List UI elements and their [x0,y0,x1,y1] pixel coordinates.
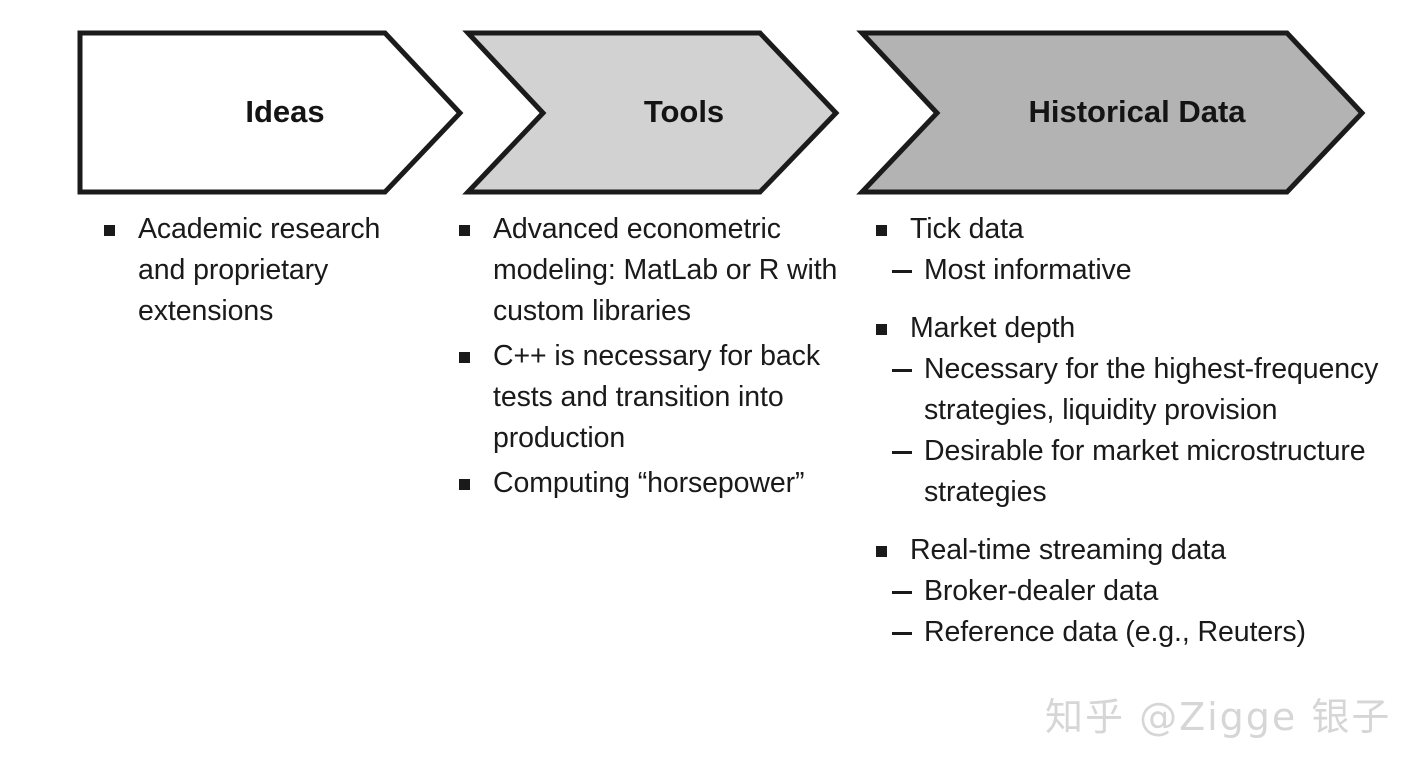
sub-bullet-text: Necessary for the highest-frequency stra… [924,353,1379,426]
watermark: 知乎 @Zigge 银子 [1045,695,1392,739]
chevron-process-diagram: Ideas Tools Historical Data [0,0,1406,205]
list-item: Most informative [872,250,1384,291]
bullet-text: Advanced econometric modeling: MatLab or… [493,213,838,327]
sub-bullet-text: Reference data (e.g., Reuters) [924,616,1306,648]
bullet-column-historical-data: Tick data Most informative Market depth … [872,209,1384,653]
square-bullet-icon [876,546,887,557]
bullet-text: Real-time streaming data [910,534,1226,566]
list-item: Reference data (e.g., Reuters) [872,612,1384,653]
sub-bullet-list: Necessary for the highest-frequency stra… [872,349,1384,513]
bullet-list-ideas: Academic research and proprietary extens… [100,209,430,332]
bullet-column-ideas: Academic research and proprietary extens… [100,209,430,336]
list-item: Necessary for the highest-frequency stra… [872,349,1384,431]
list-item: Advanced econometric modeling: MatLab or… [455,209,875,332]
bullet-text: Academic research and proprietary extens… [138,213,381,327]
spacer [872,291,1384,308]
chevron-stage-ideas-label: Ideas [245,94,324,129]
bullet-list-tools: Advanced econometric modeling: MatLab or… [455,209,875,504]
chevron-stage-historical-data-label: Historical Data [1028,94,1246,129]
sub-bullet-list: Broker-dealer data Reference data (e.g.,… [872,571,1384,653]
bullet-text: Market depth [910,312,1076,344]
list-item: Broker-dealer data [872,571,1384,612]
chevron-stage-ideas[interactable] [77,30,464,195]
dash-bullet-icon [892,591,912,594]
square-bullet-icon [459,479,470,490]
square-bullet-icon [876,324,887,335]
square-bullet-icon [459,352,470,363]
dash-bullet-icon [892,451,912,454]
sub-bullet-text: Desirable for market microstructure stra… [924,435,1366,508]
square-bullet-icon [104,225,115,236]
sub-bullet-text: Broker-dealer data [924,575,1159,607]
chevron-stage-tools[interactable] [462,30,840,195]
list-item: C++ is necessary for back tests and tran… [455,336,875,459]
spacer [872,513,1384,530]
list-item: Academic research and proprietary extens… [100,209,430,332]
chevron-stage-tools-label: Tools [644,94,724,129]
list-item: Tick data [872,209,1384,250]
chevron-stage-historical-data[interactable] [856,30,1366,195]
bullet-text: C++ is necessary for back tests and tran… [493,340,820,454]
sub-bullet-text: Most informative [924,254,1132,286]
bullet-text: Computing “horsepower” [493,467,805,499]
sub-bullet-list: Most informative [872,250,1384,291]
square-bullet-icon [459,225,470,236]
dash-bullet-icon [892,632,912,635]
bullet-text: Tick data [910,213,1024,245]
bullet-column-tools: Advanced econometric modeling: MatLab or… [455,209,875,508]
dash-bullet-icon [892,270,912,273]
bullet-list-historical-data: Tick data Most informative Market depth … [872,209,1384,653]
list-item: Computing “horsepower” [455,463,875,504]
square-bullet-icon [876,225,887,236]
list-item: Real-time streaming data [872,530,1384,571]
dash-bullet-icon [892,369,912,372]
list-item: Desirable for market microstructure stra… [872,431,1384,513]
list-item: Market depth [872,308,1384,349]
